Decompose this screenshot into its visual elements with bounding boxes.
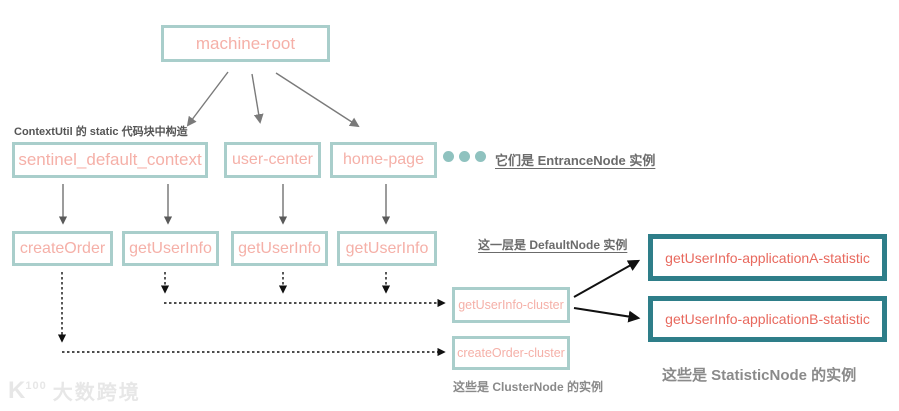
node-getuserinfo-3: getUserInfo [337, 231, 437, 266]
node-getuserinfo-applicationa-statistic: getUserInfo-applicationA-statistic [648, 234, 887, 281]
arrow-root-to-home-page [275, 72, 360, 128]
node-user-center: user-center [224, 142, 321, 178]
node-getuserinfo-applicationb-statistic: getUserInfo-applicationB-statistic [648, 296, 887, 342]
ellipsis-dots [443, 151, 486, 162]
ellipsis-dot [459, 151, 470, 162]
node-label: home-page [343, 151, 424, 168]
node-label: getUserInfo-cluster [458, 298, 564, 312]
node-label: getUserInfo [238, 239, 321, 257]
arrow-root-to-user-center [251, 73, 264, 124]
node-label: getUserInfo [129, 239, 212, 257]
node-getuserinfo-cluster: getUserInfo-cluster [452, 287, 570, 323]
node-home-page: home-page [330, 142, 437, 178]
annotation-statisticnode: 这些是 StatisticNode 的实例 [662, 367, 857, 384]
watermark: K100 大数跨境 [8, 376, 141, 405]
watermark-logo: K100 [8, 376, 47, 404]
arrow-root-to-sentinel [186, 71, 229, 127]
node-label: getUserInfo [345, 239, 429, 257]
ellipsis-dot [475, 151, 486, 162]
node-createorder: createOrder [12, 231, 113, 266]
node-label: getUserInfo-applicationB-statistic [665, 311, 870, 327]
watermark-text: 大数跨境 [52, 382, 141, 404]
arrow-cluster-to-statistic-a [573, 259, 641, 298]
node-label: user-center [232, 151, 313, 168]
node-createorder-cluster: createOrder-cluster [452, 336, 570, 370]
node-label: createOrder [19, 239, 106, 257]
node-label: sentinel_default_context [18, 150, 202, 169]
node-label: createOrder-cluster [457, 346, 565, 360]
node-label: getUserInfo-applicationA-statistic [665, 249, 870, 266]
node-sentinel-default-context: sentinel_default_context [12, 142, 208, 178]
node-getuserinfo-2: getUserInfo [231, 231, 328, 266]
annotation-defaultnode: 这一层是 DefaultNode 实例 [478, 238, 628, 252]
annotation-clusternode: 这些是 ClusterNode 的实例 [453, 380, 604, 394]
node-label: machine-root [195, 33, 296, 53]
annotation-entrancenode: 它们是 EntranceNode 实例 [495, 153, 656, 168]
arrow-cluster-to-statistic-b [573, 307, 641, 323]
node-machine-root: machine-root [161, 25, 330, 62]
annotation-contextutil: ContextUtil 的 static 代码块中构造 [14, 126, 188, 138]
ellipsis-dot [443, 151, 454, 162]
node-getuserinfo-1: getUserInfo [122, 231, 219, 266]
